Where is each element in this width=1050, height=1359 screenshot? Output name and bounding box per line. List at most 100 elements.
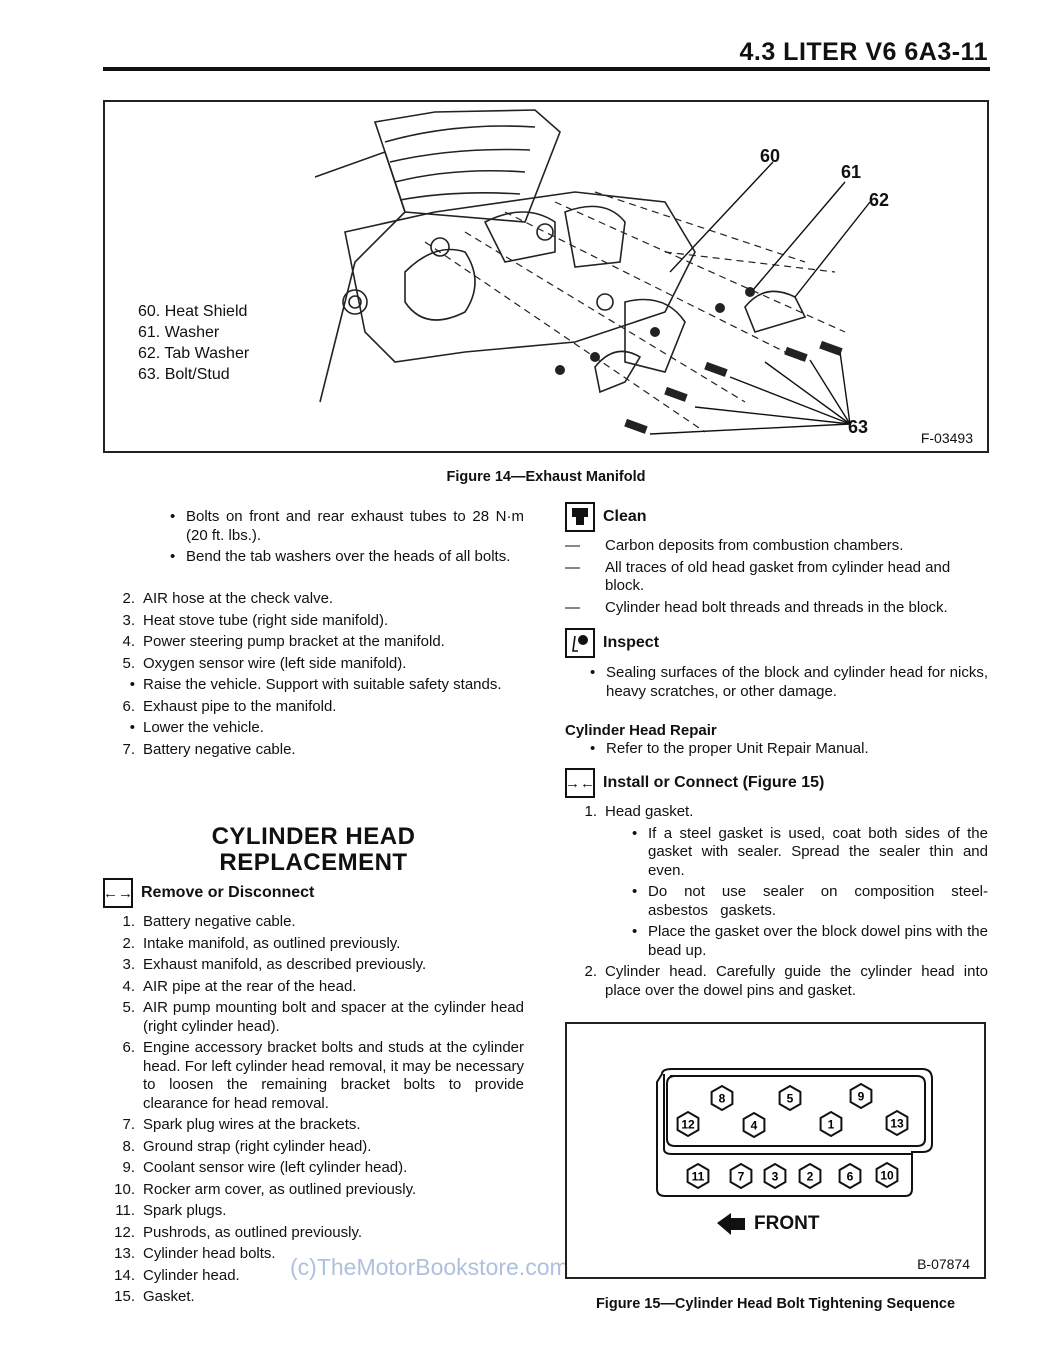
- remove-steps-list: 1.Battery negative cable. 2.Intake manifo…: [103, 913, 524, 1310]
- remove-disconnect-icon: ←→: [103, 878, 133, 908]
- list-item: 12.Pushrods, as outlined previously.: [114, 1223, 363, 1241]
- list-item: 1.Battery negative cable.: [122, 913, 296, 930]
- bullet-item: •Do not use sealer on composition steel-…: [632, 883, 988, 919]
- list-item: 3.Exhaust manifold, as described previou…: [122, 956, 427, 973]
- list-item: 11.Spark plugs.: [115, 1202, 227, 1219]
- figure-14-caption: Figure 14—Exhaust Manifold: [446, 469, 646, 485]
- list-item: 14.Cylinder head.: [114, 1266, 240, 1284]
- repair-title: Cylinder Head Repair: [565, 722, 717, 739]
- list-item: •Raise the vehicle. Support with suitabl…: [129, 676, 502, 693]
- inspect-list: •Sealing surfaces of the block and cylin…: [588, 664, 988, 704]
- legend-item: 61. Washer: [138, 324, 220, 341]
- clean-item: —Cylinder head bolt threads and threads …: [565, 598, 948, 616]
- eye-inspect-icon: [565, 628, 595, 658]
- header-rule: [103, 67, 990, 71]
- bolt-5: 5: [778, 1084, 802, 1112]
- bolt-12: 12: [676, 1110, 700, 1138]
- svg-text:7: 7: [738, 1170, 745, 1184]
- front-arrow-icon: [717, 1213, 745, 1235]
- clean-item: —Carbon deposits from combustion chamber…: [565, 537, 904, 554]
- svg-text:11: 11: [692, 1170, 705, 1184]
- list-item: 4.AIR pipe at the rear of the head.: [122, 977, 357, 995]
- list-item: 5.Oxygen sensor wire (left side manifold…: [122, 654, 407, 672]
- clean-item: —All traces of old head gasket from cyli…: [565, 558, 951, 595]
- callout-61: 61: [841, 162, 862, 182]
- bolt-sequence-diagram: 8 5 9 12 4 1 13 11 7 3 2 6 10: [656, 1068, 933, 1235]
- svg-text:9: 9: [858, 1090, 865, 1104]
- list-item: 6.Exhaust pipe to the manifold.: [122, 697, 337, 715]
- list-item: 5.AIR pump mounting bolt and spacer at t…: [122, 999, 524, 1035]
- list-item: 2.Cylinder head. Carefully guide the cyl…: [584, 963, 988, 999]
- list-item: 7.Battery negative cable.: [122, 740, 296, 758]
- list-item: 2.AIR hose at the check valve.: [122, 590, 334, 607]
- clean-heading: Clean: [565, 502, 647, 532]
- bolt-7: 7: [729, 1162, 753, 1190]
- list-item: 9.Coolant sensor wire (left cylinder hea…: [122, 1159, 408, 1176]
- install-connect-heading: →← Install or Connect (Figure 15): [565, 768, 824, 798]
- figure-14-box: 60 61 62 63 60. Heat Shield 61. Washer 6…: [103, 100, 989, 453]
- brush-icon: [565, 502, 595, 532]
- bolt-3: 3: [763, 1162, 787, 1190]
- list-item: 6.Engine accessory bracket bolts and stu…: [122, 1039, 525, 1112]
- svg-text:4: 4: [751, 1119, 758, 1133]
- svg-text:10: 10: [880, 1169, 894, 1183]
- svg-text:5: 5: [787, 1092, 794, 1106]
- bolt-1: 1: [819, 1110, 843, 1138]
- callout-63: 63: [848, 417, 869, 437]
- figure-15-box: 8 5 9 12 4 1 13 11 7 3 2 6 10 FRONT B-07874: [565, 1022, 986, 1279]
- list-item: 15.Gasket.: [114, 1288, 195, 1305]
- bolt-4: 4: [742, 1111, 766, 1139]
- inspect-heading: Inspect: [565, 628, 659, 658]
- svg-text:8: 8: [719, 1092, 726, 1106]
- bolt-13: 13: [885, 1109, 909, 1137]
- exhaust-steps-list: 2.AIR hose at the check valve. 3.Heat sto…: [103, 590, 524, 762]
- bullet-item: •If a steel gasket is used, coat both si…: [632, 824, 988, 879]
- torque-bullets: •Bolts on front and rear exhaust tubes t…: [168, 508, 524, 570]
- list-item: 10.Rocker arm cover, as outlined previou…: [114, 1180, 417, 1198]
- section-title: CYLINDER HEAD REPLACEMENT: [211, 823, 416, 876]
- install-connect-icon: →←: [565, 768, 595, 798]
- bullet-item: •Sealing surfaces of the block and cylin…: [590, 664, 988, 700]
- bolt-10: 10: [875, 1161, 899, 1189]
- svg-text:6: 6: [847, 1170, 854, 1184]
- bullet-item: •Refer to the proper Unit Repair Manual.: [590, 740, 869, 757]
- svg-text:2: 2: [807, 1170, 814, 1184]
- callout-62: 62: [869, 190, 890, 210]
- bullet-item: •Bend the tab washers over the heads of …: [170, 548, 511, 565]
- svg-text:3: 3: [772, 1170, 779, 1184]
- svg-text:13: 13: [890, 1117, 904, 1131]
- svg-text:12: 12: [681, 1118, 695, 1132]
- bullet-item: •Bolts on front and rear exhaust tubes t…: [170, 508, 524, 544]
- svg-text:1: 1: [828, 1118, 835, 1132]
- figure-code: B-07874: [917, 1256, 970, 1272]
- page-header-title: 4.3 LITER V6 6A3-11: [739, 38, 988, 66]
- bolt-11: 11: [686, 1162, 710, 1190]
- gasket-bullets: •If a steel gasket is used, coat both si…: [565, 825, 988, 961]
- list-item: 4.Power steering pump bracket at the man…: [122, 633, 445, 650]
- repair-list: •Refer to the proper Unit Repair Manual.: [588, 740, 988, 762]
- bolt-6: 6: [838, 1162, 862, 1190]
- list-item: 3.Heat stove tube (right side manifold).: [122, 611, 389, 629]
- legend-item: 60. Heat Shield: [138, 303, 248, 320]
- figure-code: F-03493: [920, 430, 973, 446]
- legend-item: 63. Bolt/Stud: [138, 366, 230, 383]
- list-item: 1.Head gasket.: [584, 803, 694, 820]
- figure-15-caption: Figure 15—Cylinder Head Bolt Tightening …: [595, 1296, 956, 1312]
- callout-60: 60: [760, 146, 781, 166]
- install-list: 1.Head gasket. •If a steel gasket is use…: [565, 803, 988, 1003]
- exhaust-manifold-illustration: [314, 109, 871, 435]
- list-item: 8.Ground strap (right cylinder head).: [122, 1137, 372, 1155]
- remove-disconnect-heading: ←→ Remove or Disconnect: [103, 878, 314, 908]
- watermark: (c)TheMotorBookstore.com: [290, 1254, 569, 1280]
- bolt-9: 9: [849, 1082, 873, 1110]
- bolt-8: 8: [710, 1084, 734, 1112]
- clean-list: —Carbon deposits from combustion chamber…: [565, 537, 988, 620]
- bolt-2: 2: [798, 1162, 822, 1190]
- list-item: 2.Intake manifold, as outlined previousl…: [122, 934, 401, 952]
- list-item: •Lower the vehicle.: [129, 719, 264, 736]
- list-item: 13.Cylinder head bolts.: [114, 1245, 276, 1262]
- front-label: FRONT: [754, 1213, 820, 1234]
- legend-item: 62. Tab Washer: [138, 345, 250, 362]
- list-item: 7.Spark plug wires at the brackets.: [122, 1116, 361, 1133]
- figure-14-legend: 60. Heat Shield 61. Washer 62. Tab Washe…: [138, 301, 249, 385]
